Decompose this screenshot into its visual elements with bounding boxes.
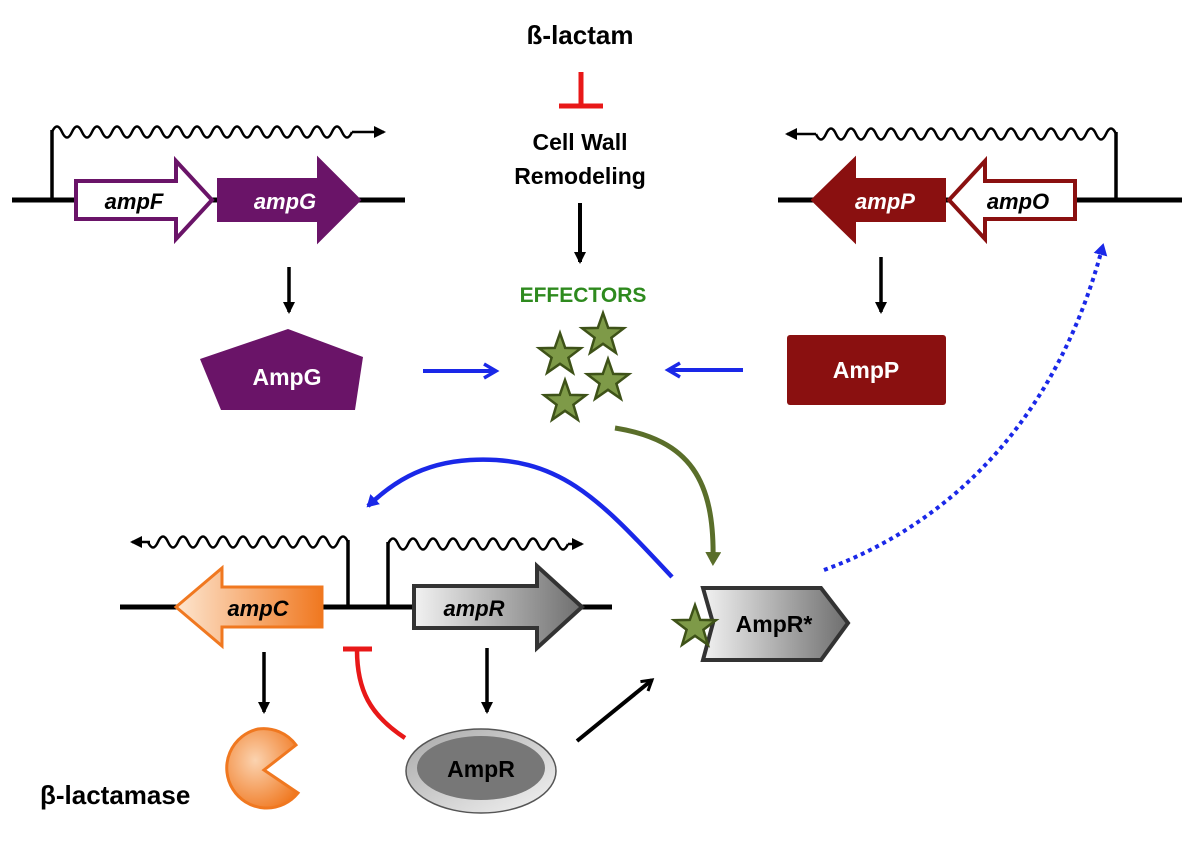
ampo-gene-label: ampO xyxy=(987,189,1049,214)
ampfg-operon: ampF ampG xyxy=(12,125,405,245)
effector-stars xyxy=(535,309,633,423)
effectors-label: EFFECTORS xyxy=(520,284,647,307)
arrow-ampr-active-to-ampc xyxy=(366,457,674,579)
star-icon xyxy=(578,309,628,356)
ampop-operon: ampP ampO xyxy=(778,127,1182,245)
ampc-ampr-operon: ampC ampR xyxy=(120,535,612,653)
arrow-ampr-active-to-ampop xyxy=(823,243,1108,572)
beta-lactam-label: ß-lactam xyxy=(527,20,634,50)
ampr-gene-label: ampR xyxy=(443,596,504,621)
ampr-active-label: AmpR* xyxy=(736,611,813,637)
ampr-active-protein: AmpR* xyxy=(670,586,851,662)
ampr-protein-label: AmpR xyxy=(447,756,515,782)
ampf-gene-label: ampF xyxy=(105,189,164,214)
star-icon xyxy=(670,601,720,648)
ampp-protein: AmpP xyxy=(787,335,946,405)
arrow-effectors-to-ampr-active xyxy=(614,425,722,566)
ampg-gene xyxy=(217,155,362,245)
cell-wall-label-line2: Remodeling xyxy=(514,163,646,189)
inhibition-bar-top xyxy=(559,72,603,109)
ampf-gene xyxy=(74,155,215,245)
ampg-protein-label: AmpG xyxy=(253,364,322,390)
cell-wall-label-line1: Cell Wall xyxy=(533,129,628,155)
ampg-gene-label: ampG xyxy=(254,189,316,214)
ampp-protein-label: AmpP xyxy=(833,357,899,383)
arrow-ampr-to-ampr-active xyxy=(575,678,655,743)
star-icon xyxy=(583,355,633,402)
beta-lactamase-icon xyxy=(225,727,301,810)
ampg-protein: AmpG xyxy=(200,329,363,410)
ampr-repression-of-ampc xyxy=(343,646,407,740)
ampr-protein: AmpR xyxy=(405,728,557,814)
ampc-gene-label: ampC xyxy=(227,596,289,621)
ampp-gene xyxy=(810,155,946,245)
beta-lactamase-label: β-lactamase xyxy=(40,780,190,810)
ampo-gene xyxy=(946,155,1077,245)
ampp-gene-label: ampP xyxy=(855,189,915,214)
ampr-gene xyxy=(412,561,585,653)
star-icon xyxy=(535,329,585,376)
ampc-gene xyxy=(173,564,324,650)
star-icon xyxy=(540,376,590,423)
